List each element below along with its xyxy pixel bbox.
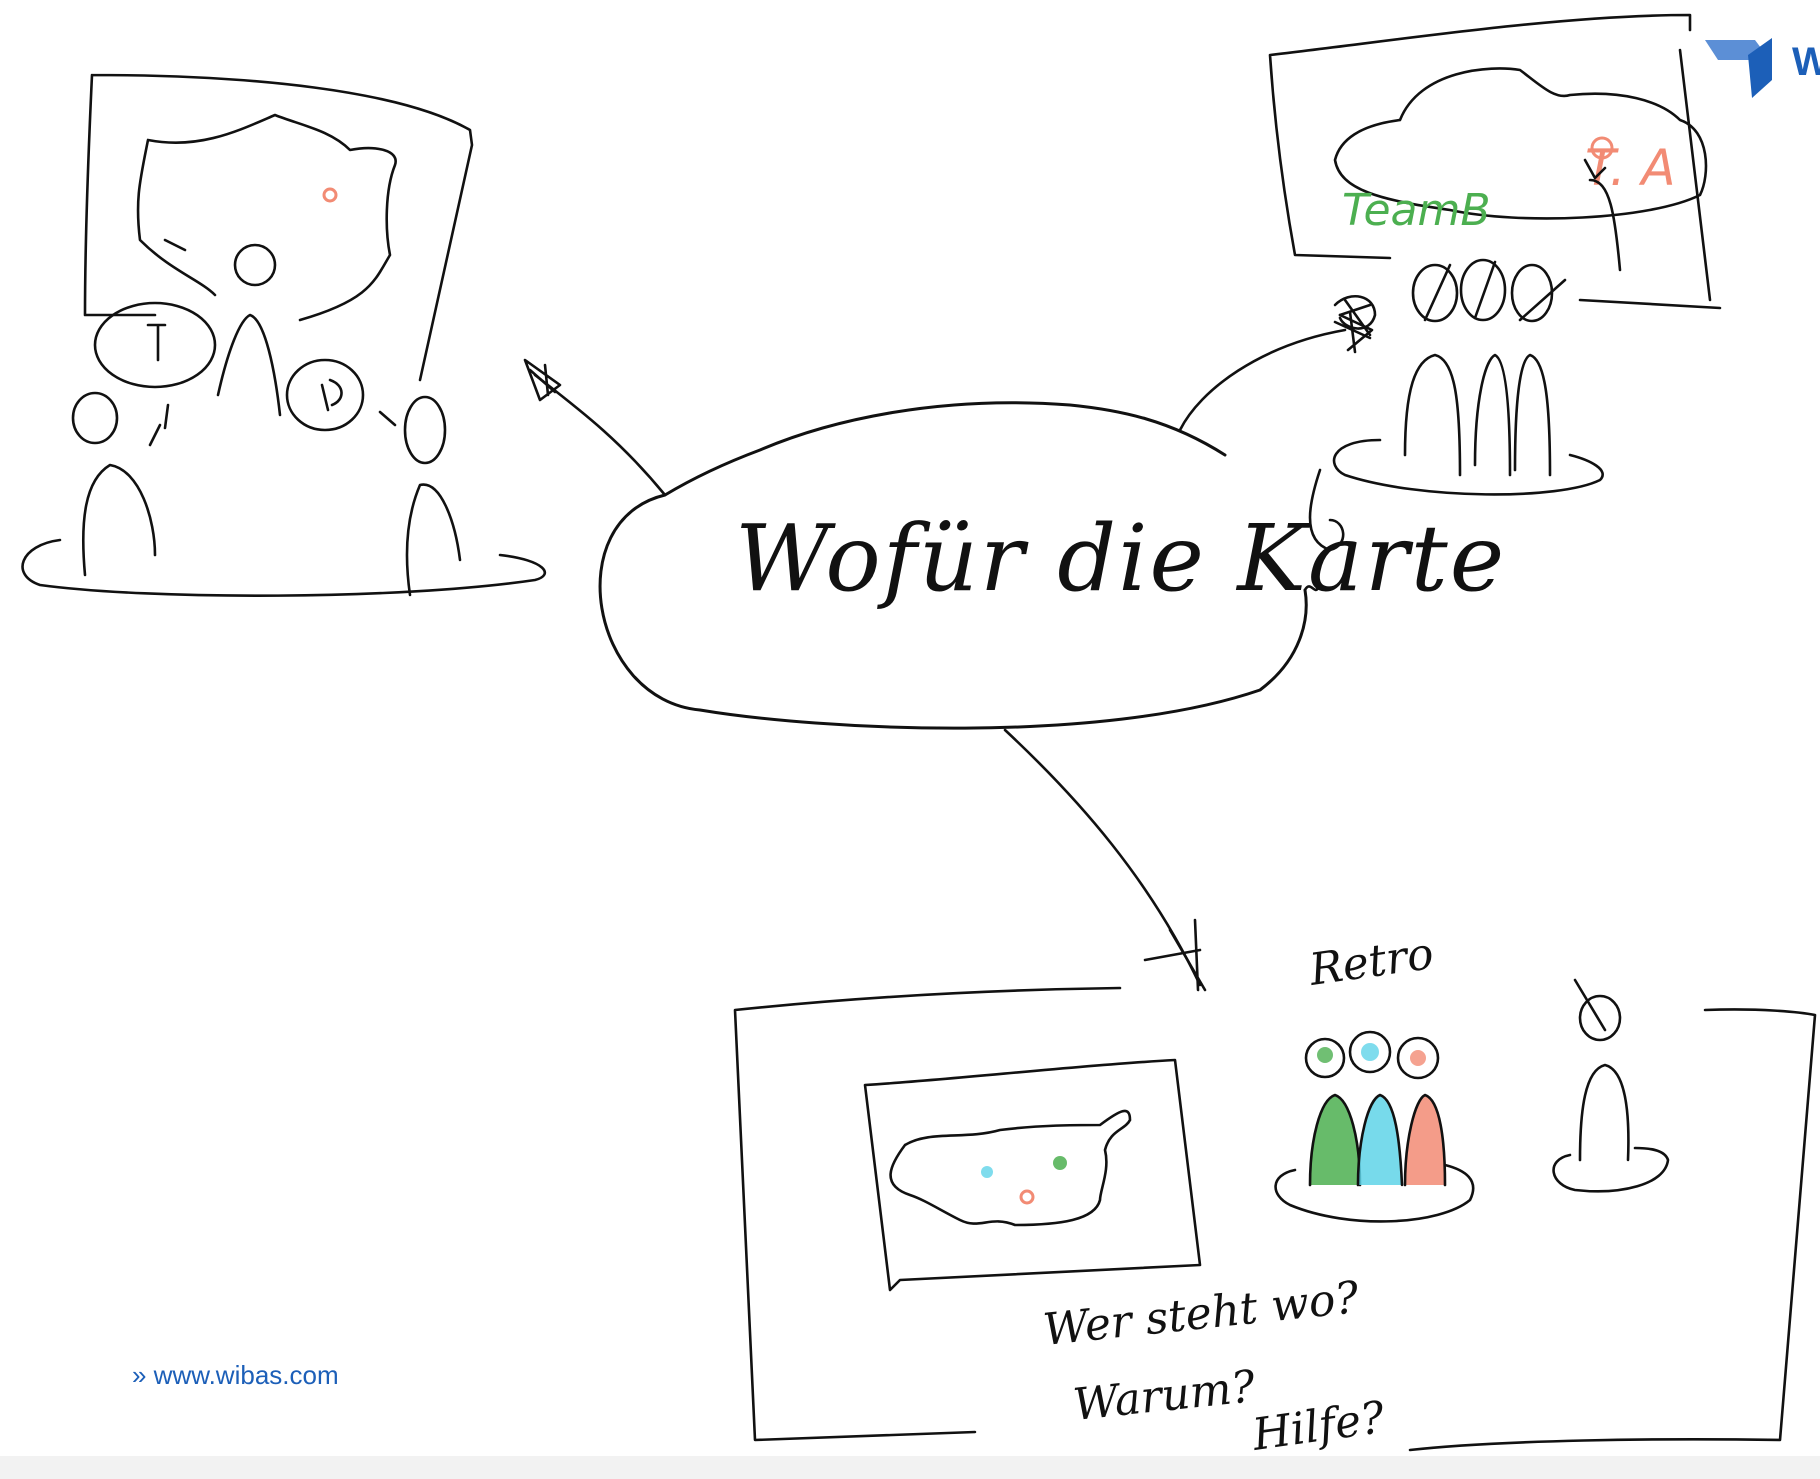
top-right-scene: TeamB T. A bbox=[1270, 15, 1720, 550]
question-line-2: Warum? bbox=[1071, 1361, 1258, 1431]
wibas-logo-icon bbox=[1705, 38, 1772, 98]
center-label: Wofür die Karte bbox=[735, 505, 1506, 612]
question-line-3: Hilfe? bbox=[1248, 1392, 1388, 1461]
logo-text: W bbox=[1792, 40, 1820, 85]
arrow-to-top-left bbox=[525, 360, 665, 495]
team-a-label: T. A bbox=[1585, 139, 1676, 197]
question-line-1: Wer steht wo? bbox=[1041, 1272, 1362, 1356]
retro-label: Retro bbox=[1305, 928, 1436, 996]
website-link[interactable]: » www.wibas.com bbox=[132, 1360, 339, 1391]
arrow-to-top-right bbox=[1180, 312, 1372, 430]
bottom-strip bbox=[0, 1456, 1820, 1479]
arrow-to-bottom bbox=[1005, 730, 1205, 990]
top-left-scene bbox=[23, 75, 545, 596]
center-cloud: Wofür die Karte bbox=[600, 403, 1506, 728]
team-b-label: TeamB bbox=[1342, 185, 1491, 236]
bottom-scene: Retro Wer steht wo? Warum? Hilfe? bbox=[735, 928, 1815, 1461]
